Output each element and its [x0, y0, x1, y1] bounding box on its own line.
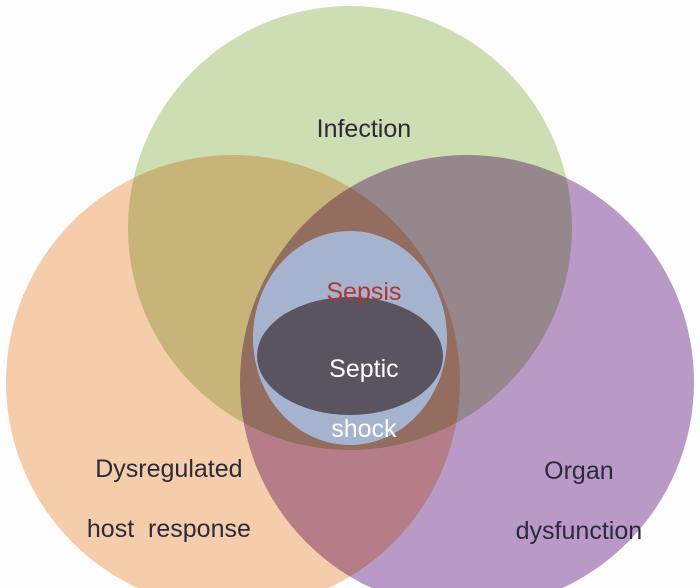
infection-label: Infection — [0, 84, 700, 174]
infection-label-text: Infection — [316, 115, 412, 143]
host-label-line2: host response — [86, 515, 251, 543]
organ-label-line1: Organ — [544, 457, 614, 485]
septic-shock-region — [257, 297, 443, 415]
dysregulated-host-response-label: Dysregulated host response — [30, 424, 280, 574]
host-label-line1: Dysregulated — [95, 455, 243, 483]
sepsis-label: Sepsis — [253, 247, 447, 337]
organ-label-line2: dysfunction — [515, 517, 643, 545]
sepsis-label-text: Sepsis — [326, 278, 402, 306]
septic-shock-label: Septic shock — [257, 324, 443, 474]
organ-dysfunction-label: Organ dysfunction — [450, 426, 680, 576]
septic-shock-label-line2: shock — [331, 415, 397, 443]
septic-shock-label-line1: Septic — [329, 355, 399, 383]
